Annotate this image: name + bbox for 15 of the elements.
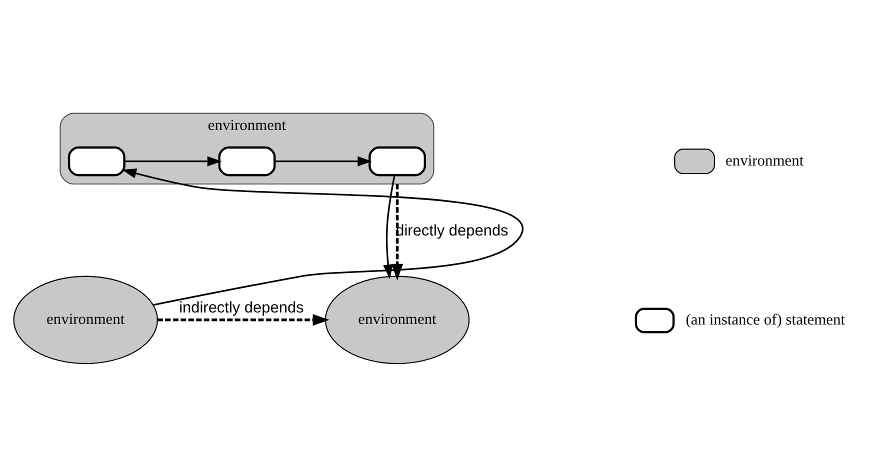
edge-label: directly depends <box>396 222 508 240</box>
arrow <box>274 156 372 166</box>
arrow <box>391 184 404 280</box>
node-box <box>68 146 126 176</box>
node-box <box>218 146 276 176</box>
edge-label: indirectly depends <box>179 298 304 316</box>
arrow <box>122 168 523 306</box>
node-ellipse: environment <box>13 275 158 364</box>
node-box <box>368 146 426 176</box>
node-ellipse: environment <box>324 275 470 364</box>
legend-label: (an instance of) statement <box>686 311 846 328</box>
cluster: environment <box>60 112 434 184</box>
arrow <box>124 156 222 166</box>
legend-label: environment <box>726 152 804 169</box>
arrow <box>158 314 330 326</box>
